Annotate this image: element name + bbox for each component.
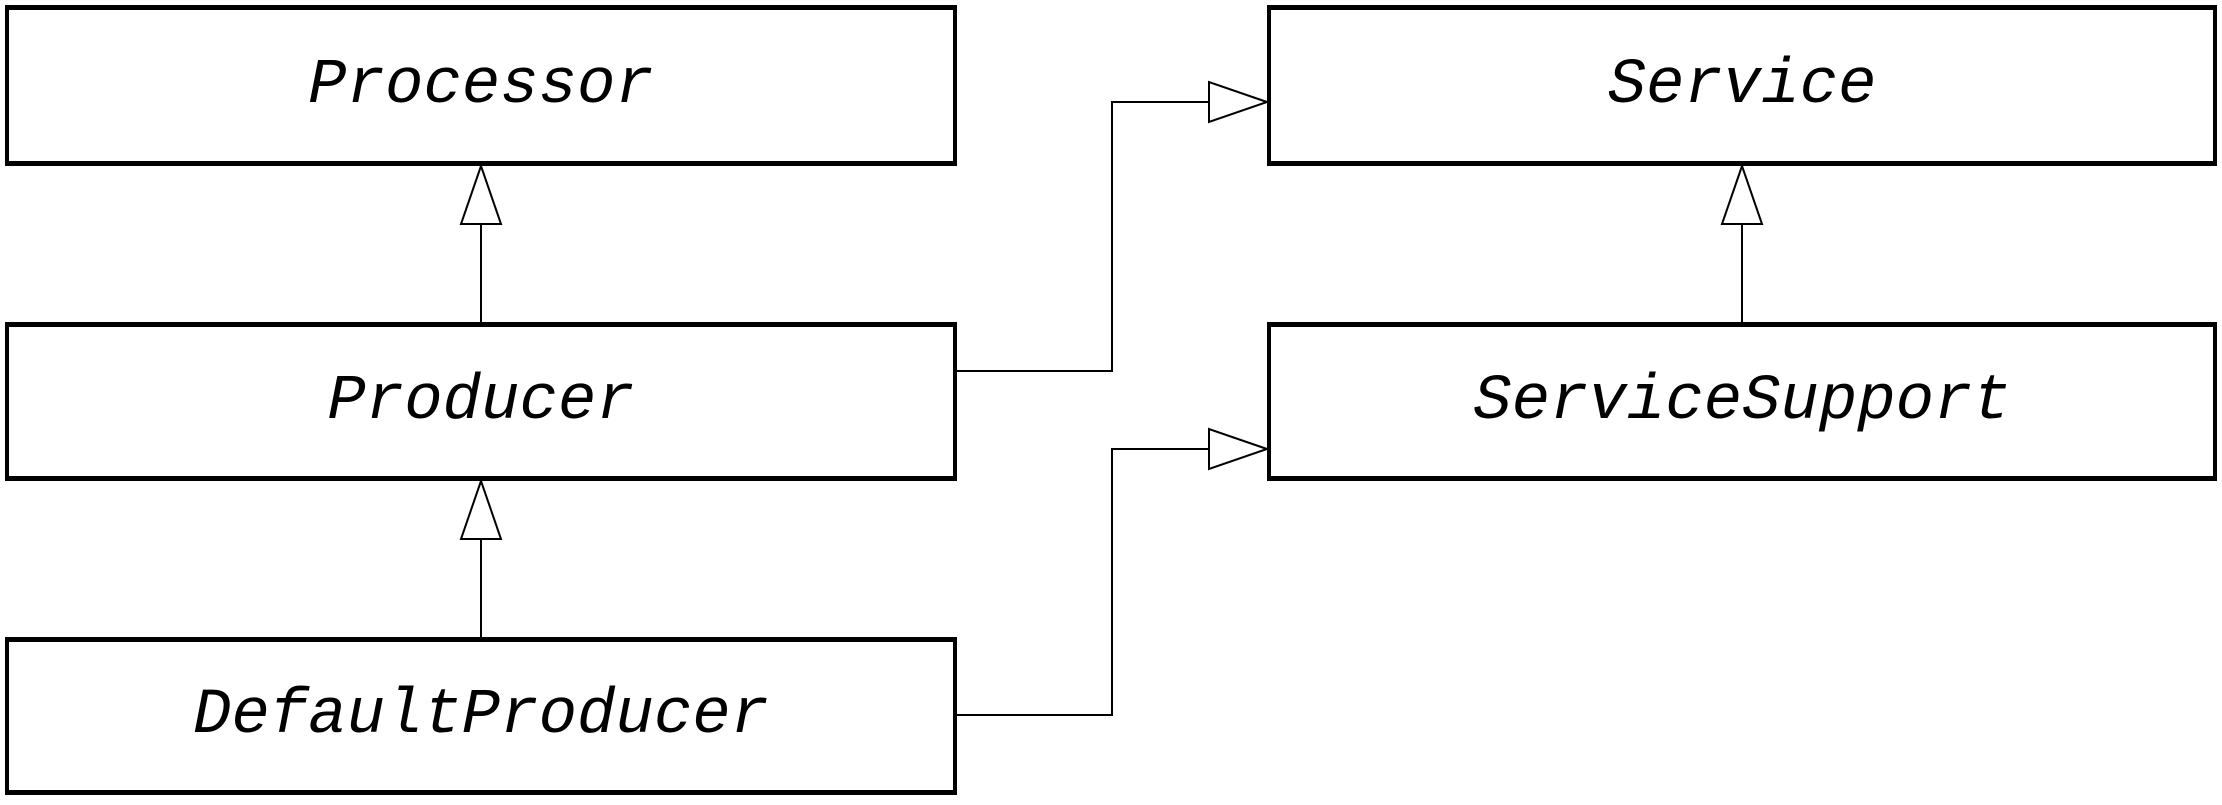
class-label-service: Service: [1607, 49, 1877, 122]
hollow-triangle-right-icon: [1208, 427, 1271, 471]
inheritance-arrow-default-producer-to-producer: [459, 477, 503, 637]
class-label-producer: Producer: [327, 365, 635, 438]
hollow-triangle-up-icon: [459, 162, 503, 225]
class-box-service-support: ServiceSupport: [1267, 322, 2217, 481]
inheritance-arrow-default-producer-to-service-support: [957, 427, 1271, 716]
inheritance-arrow-service-support-to-service: [1720, 162, 1764, 322]
hollow-triangle-up-icon: [459, 477, 503, 540]
hollow-triangle-right-icon: [1208, 80, 1271, 124]
inheritance-arrow-producer-to-service: [957, 80, 1271, 372]
inheritance-arrow-producer-to-processor: [459, 162, 503, 322]
class-box-processor: Processor: [5, 5, 957, 166]
class-label-default-producer: DefaultProducer: [192, 680, 770, 752]
hollow-triangle-up-icon: [1720, 162, 1764, 225]
class-label-processor: Processor: [308, 49, 654, 122]
class-label-service-support: ServiceSupport: [1473, 365, 2011, 438]
class-box-default-producer: DefaultProducer: [5, 637, 957, 795]
class-box-producer: Producer: [5, 322, 957, 481]
class-box-service: Service: [1267, 5, 2217, 166]
